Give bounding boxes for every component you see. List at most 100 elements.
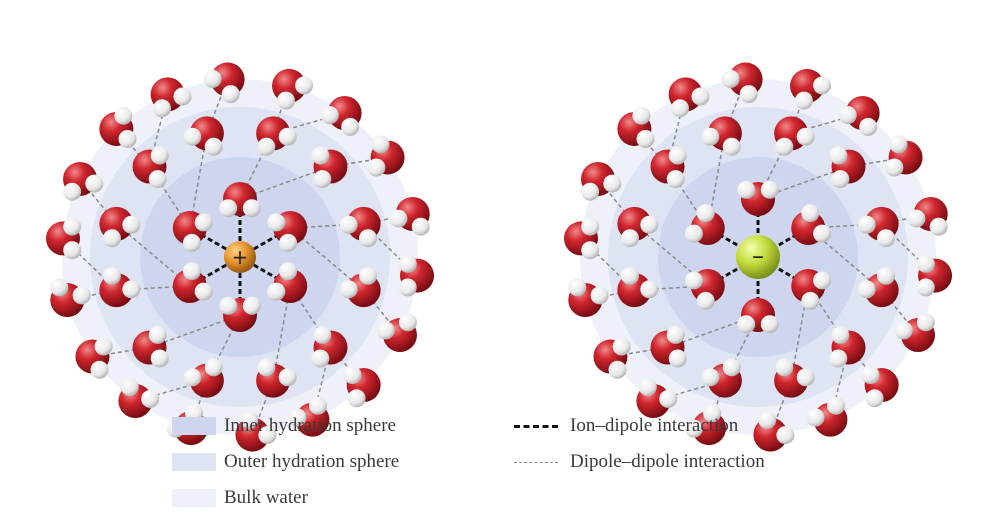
hydrogen-atom [666,325,685,344]
hydrogen-atom [829,146,848,165]
hydrogen-atom [590,286,609,305]
hydrogen-atom [668,146,687,165]
hydrogen-atom [72,286,91,305]
hydrogen-atom [63,182,82,201]
hydrogen-atom [288,408,307,427]
hydrogen-atom [696,291,715,310]
water-molecule [568,278,609,318]
water-molecule [791,204,832,245]
hydrogen-atom [63,241,82,260]
hydrogen-atom [739,85,758,104]
dipole-dipole-line [829,347,850,420]
water-molecule [829,325,866,368]
hydrogen-atom [240,410,259,429]
water-molecule [172,262,213,303]
hydrogen-atom [339,280,358,299]
hydrogen-atom [894,321,913,340]
water-molecule [63,161,104,201]
hydrogen-atom [118,130,137,148]
hydrogen-atom [242,199,261,218]
water-molecule [150,77,192,118]
hydrogen-atom [94,337,113,356]
water-molecule [668,77,710,118]
dipole-dipole-line-swatch [514,461,558,463]
hydrogen-atom [50,278,69,297]
hydrogen-atom [581,217,600,236]
hydrogen-atom [737,315,756,334]
hydrogen-atom [311,349,330,368]
hydrogen-atom [827,396,845,415]
hydrogen-atom [267,213,286,232]
dipole-dipole-line [62,237,117,291]
water-molecule [311,146,348,189]
hydrogen-atom [813,271,832,290]
hydrogen-atom [398,254,417,273]
hydrogen-atom [183,368,202,387]
hydrogen-atom [760,315,779,334]
hydrogen-atom [367,158,386,177]
hydrogen-atom [148,170,167,189]
hydrogen-atom [309,396,327,415]
hydrogen-atom [776,426,795,445]
water-molecule [376,313,417,353]
water-molecule [267,211,308,252]
hydrogen-atom [398,313,417,332]
hydrogen-atom [267,282,286,301]
anion-ion: – [736,235,780,279]
dipole-dipole-line [239,133,274,200]
water-molecule [774,116,815,156]
hydrogen-atom [671,99,689,118]
water-molecule [203,62,245,104]
hydrogen-atom [929,217,948,236]
hydrogen-atom [153,99,171,118]
water-molecule [593,337,631,379]
cation-charge-symbol: + [232,245,249,269]
water-molecule [617,266,659,308]
water-molecule [183,116,224,156]
water-molecule [684,204,725,245]
hydrogen-atom [120,378,139,397]
water-molecule [885,135,923,177]
hydrogen-atom [806,408,825,427]
hydrogen-atom [221,85,240,104]
hydrogen-atom [877,266,895,285]
hydrogen-atom [359,266,377,285]
hydrogen-atom [760,180,779,199]
water-molecule [99,106,137,148]
dipole-dipole-line [116,285,190,291]
water-molecule [132,325,169,368]
cation-sphere [224,241,256,273]
hydrogen-atom [813,224,832,243]
dipole-dipole-line [724,314,759,381]
water-molecule [636,378,678,419]
hydrogen-atom [775,358,794,377]
anion-charge-symbol: – [752,242,764,270]
water-molecule [857,206,899,248]
dipole-dipole-line [653,379,726,402]
water-molecule [861,366,899,408]
hydrogen-atom [114,106,133,125]
legend-bulk-water: Bulk water [172,484,308,512]
hydrogen-atom [376,321,395,340]
water-molecule [721,62,763,104]
hydrogen-atom [621,229,639,248]
hydrogen-atom [859,117,878,136]
hydrogen-atom [203,69,222,88]
water-molecule [806,396,848,437]
hydrogen-atom [722,358,741,377]
hydrogen-atom [722,137,741,156]
legend-dipole-dipole: Dipole–dipole interaction [514,448,765,476]
water-molecule [894,313,935,353]
hydrogen-atom [813,76,832,95]
water-molecule [75,337,113,379]
water-molecule [172,211,213,252]
water-molecule [398,254,435,297]
dipole-dipole-line [807,285,850,348]
water-molecule [650,325,687,368]
inner-sphere-swatch [172,417,216,435]
hydrogen-atom [659,389,678,408]
anion-hydration-shell: – [563,62,953,452]
water-molecule [235,410,277,452]
hydrogen-atom [684,271,703,290]
water-molecule [617,206,659,248]
